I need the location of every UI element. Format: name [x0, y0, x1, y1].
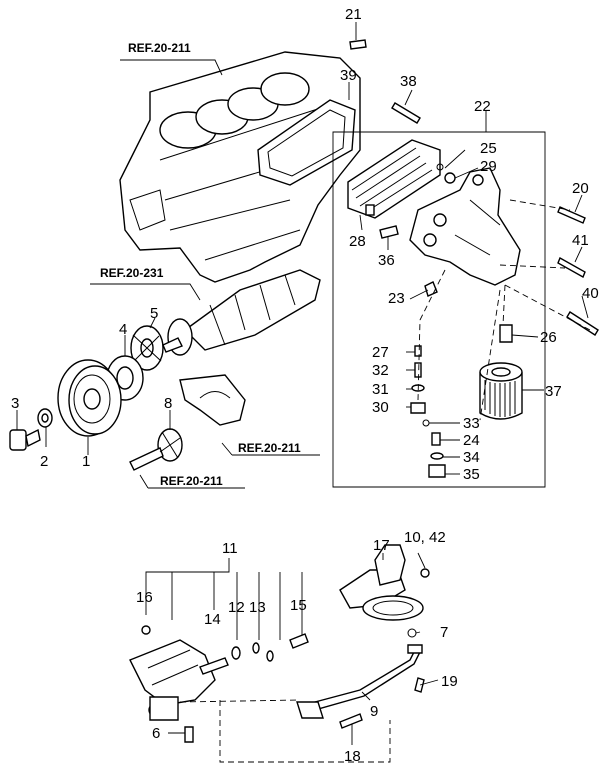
callout-33: 33 [463, 415, 480, 432]
leader-lines [16, 22, 589, 745]
ref-block-label: REF.20-211 [128, 41, 191, 55]
callout-13: 13 [249, 599, 266, 616]
callout-22: 22 [474, 98, 491, 115]
hidden-line-box-2 [502, 284, 506, 326]
pump-small-parts [141, 625, 309, 743]
oil-pump-drive-gear [129, 428, 183, 471]
callout-5: 5 [150, 305, 158, 322]
oil-filter-bracket [409, 167, 521, 286]
callout-37: 37 [545, 383, 562, 400]
ref-crank-leader [90, 283, 201, 301]
callout-16: 16 [136, 589, 153, 606]
oil-strainer [339, 544, 430, 621]
bearing-cap [179, 374, 246, 426]
callout-41: 41 [572, 232, 589, 249]
callout-36: 36 [378, 252, 395, 269]
callout-15: 15 [290, 597, 307, 614]
callout-8: 8 [164, 395, 172, 412]
callout-30: 30 [372, 399, 389, 416]
ref-bearing-leader [221, 442, 320, 456]
oil-pump-body [129, 639, 216, 721]
ref-gear-label: REF.20-211 [160, 474, 223, 488]
callout-34: 34 [463, 449, 480, 466]
oil-cooler [347, 139, 441, 219]
hidden-line-box-1 [417, 199, 591, 421]
callout-27: 27 [372, 344, 389, 361]
crank-pulley [57, 359, 122, 437]
callout-11: 11 [222, 540, 238, 557]
callout-25: 25 [480, 140, 497, 157]
pump-assembly-lines [145, 558, 303, 640]
oil-pipe [296, 628, 425, 729]
bracket-bolts [349, 39, 599, 336]
callout-1: 1 [82, 453, 90, 470]
callout-40: 40 [582, 285, 599, 302]
callout-39: 39 [340, 67, 357, 84]
callout-7: 7 [440, 624, 448, 641]
callout-12: 12 [228, 599, 245, 616]
ref-gear-leader [139, 474, 245, 489]
callout-17: 17 [373, 537, 390, 554]
callout-10-42: 10, 42 [404, 529, 446, 546]
pulley-washer [37, 408, 53, 428]
callout-19: 19 [441, 673, 458, 690]
group-box-22 [332, 118, 546, 488]
callout-29: 29 [480, 158, 497, 175]
callout-3: 3 [11, 395, 19, 412]
callout-4: 4 [119, 321, 127, 338]
callout-26: 26 [540, 329, 557, 346]
callout-28: 28 [349, 233, 366, 250]
ref-crank-label: REF.20-231 [100, 266, 164, 280]
callout-21: 21 [345, 6, 362, 23]
oil-filter [479, 362, 523, 420]
callout-14: 14 [204, 611, 221, 628]
pulley-bolt [9, 428, 41, 451]
callout-9: 9 [370, 703, 378, 720]
ref-bearing-label: REF.20-211 [238, 441, 301, 455]
callout-23: 23 [388, 290, 405, 307]
callout-2: 2 [40, 453, 48, 470]
callout-38: 38 [400, 73, 417, 90]
callout-32: 32 [372, 362, 389, 379]
callout-20: 20 [572, 180, 589, 197]
callout-6: 6 [152, 725, 160, 742]
crankshaft [162, 269, 321, 356]
oil-gasket [257, 99, 356, 186]
callout-18: 18 [344, 748, 361, 765]
callout-31: 31 [372, 381, 389, 398]
callout-24: 24 [463, 432, 480, 449]
cylinder-block [119, 51, 361, 283]
callout-35: 35 [463, 466, 480, 483]
ref-block-leader [120, 59, 223, 76]
hidden-line-pump [179, 699, 391, 763]
crank-sprocket [130, 325, 164, 371]
